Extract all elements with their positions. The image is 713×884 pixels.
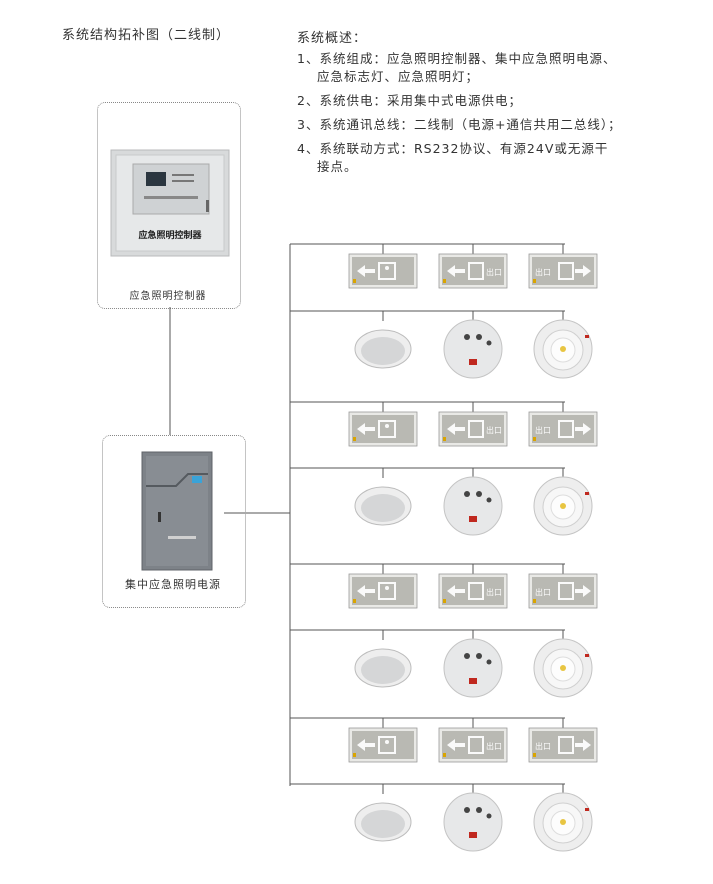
exit-sign-left — [348, 411, 418, 447]
emergency-light-round-led — [533, 319, 593, 379]
emergency-light-round-red — [443, 638, 503, 698]
emergency-light-round-led — [533, 792, 593, 852]
emergency-light-downlight — [354, 486, 412, 526]
overview-item-4-text: 系统联动方式：RS232协议、有源24V或无源干 — [319, 141, 609, 156]
overview-item-2-text: 系统供电：采用集中式电源供电； — [319, 93, 522, 108]
overview-item-1-cont: 应急标志灯、应急照明灯； — [317, 69, 480, 84]
overview-item-3-text: 系统通讯总线：二线制（电源+通信共用二总线）； — [319, 117, 622, 132]
exit-sign-text: 出口 — [486, 587, 502, 597]
overview-item-3-num: 3、 — [297, 117, 320, 132]
controller-box — [97, 102, 241, 309]
exit-sign-text: 出口 — [486, 425, 502, 435]
exit-sign-left — [348, 727, 418, 763]
exit-sign-left-exit: 出口 — [438, 727, 508, 763]
overview-item-4-num: 4、 — [297, 141, 320, 156]
emergency-light-round-red — [443, 476, 503, 536]
emergency-light-round-red — [443, 792, 503, 852]
overview-item-4-cont: 接点。 — [317, 159, 358, 174]
overview-item-3: 3、系统通讯总线：二线制（电源+通信共用二总线）； — [297, 116, 622, 134]
exit-sign-exit-right: 出口 — [528, 727, 598, 763]
exit-sign-left — [348, 573, 418, 609]
exit-sign-left-exit: 出口 — [438, 411, 508, 447]
emergency-light-downlight — [354, 802, 412, 842]
overview-item-1-text: 系统组成：应急照明控制器、集中应急照明电源、 — [319, 51, 617, 66]
exit-sign-text: 出口 — [486, 741, 502, 751]
emergency-light-round-led — [533, 476, 593, 536]
exit-sign-text: 出口 — [535, 267, 551, 277]
exit-sign-exit-right: 出口 — [528, 253, 598, 289]
exit-sign-text: 出口 — [486, 267, 502, 277]
overview-list: 1、系统组成：应急照明控制器、集中应急照明电源、 应急标志灯、应急照明灯； 2、… — [297, 50, 622, 176]
power-supply-box — [102, 435, 246, 608]
exit-sign-text: 出口 — [535, 741, 551, 751]
overview-item-2-num: 2、 — [297, 93, 320, 108]
overview-item-1-num: 1、 — [297, 51, 320, 66]
exit-sign-left — [348, 253, 418, 289]
exit-sign-text: 出口 — [535, 587, 551, 597]
power-supply-label: 集中应急照明电源 — [125, 578, 221, 591]
exit-sign-left-exit: 出口 — [438, 253, 508, 289]
exit-sign-text: 出口 — [535, 425, 551, 435]
overview-heading: 系统概述： — [297, 31, 368, 46]
controller-panel-text: 应急照明控制器 — [138, 231, 202, 241]
overview-item-1: 1、系统组成：应急照明控制器、集中应急照明电源、 — [297, 50, 622, 68]
emergency-light-downlight — [354, 329, 412, 369]
overview-item-2: 2、系统供电：采用集中式电源供电； — [297, 92, 622, 110]
overview-item-4: 4、系统联动方式：RS232协议、有源24V或无源干 — [297, 140, 622, 158]
diagram-title: 系统结构拓补图（二线制） — [62, 28, 231, 43]
controller-panel-caption: 应急照明控制器 — [129, 291, 207, 302]
emergency-light-round-red — [443, 319, 503, 379]
exit-sign-left-exit: 出口 — [438, 573, 508, 609]
emergency-light-downlight — [354, 648, 412, 688]
exit-sign-exit-right: 出口 — [528, 573, 598, 609]
emergency-light-round-led — [533, 638, 593, 698]
exit-sign-exit-right: 出口 — [528, 411, 598, 447]
